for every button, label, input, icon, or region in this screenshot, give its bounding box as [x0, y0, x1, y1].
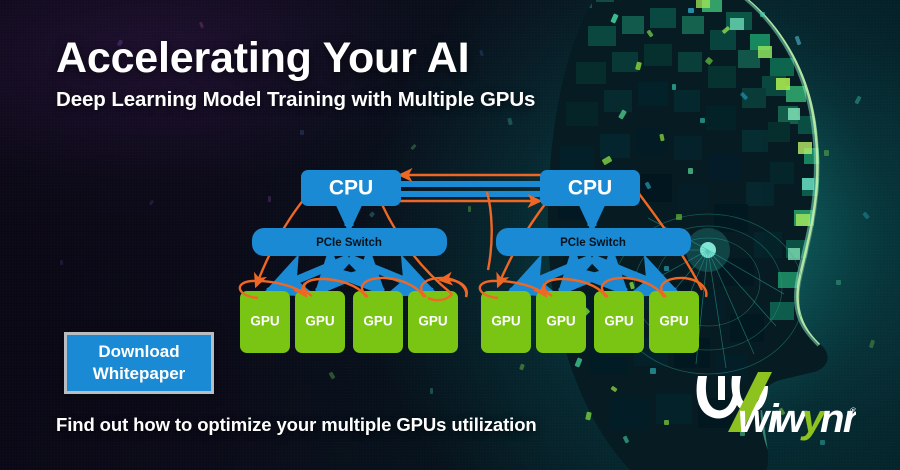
- registered-trademark-symbol: ®: [850, 406, 856, 416]
- wiwynn-wordmark-part2: w: [774, 397, 808, 441]
- wiwynn-wordmark-part4: nn: [820, 397, 856, 441]
- cta-line-2: Whitepaper: [92, 364, 186, 383]
- page-subtitle: Deep Learning Model Training with Multip…: [56, 88, 536, 111]
- wiwynn-green-swoosh: [728, 372, 772, 432]
- wiwynn-w-mark: [696, 376, 768, 419]
- wiwynn-wordmark-part1: wi: [738, 397, 780, 441]
- download-whitepaper-button[interactable]: Download Whitepaper: [64, 332, 214, 394]
- tagline-text: Find out how to optimize your multiple G…: [56, 414, 537, 435]
- cta-line-1: Download: [98, 342, 180, 362]
- page-title: Accelerating Your AI: [56, 34, 470, 82]
- wiwynn-logo: wi w y nn ®: [684, 370, 856, 448]
